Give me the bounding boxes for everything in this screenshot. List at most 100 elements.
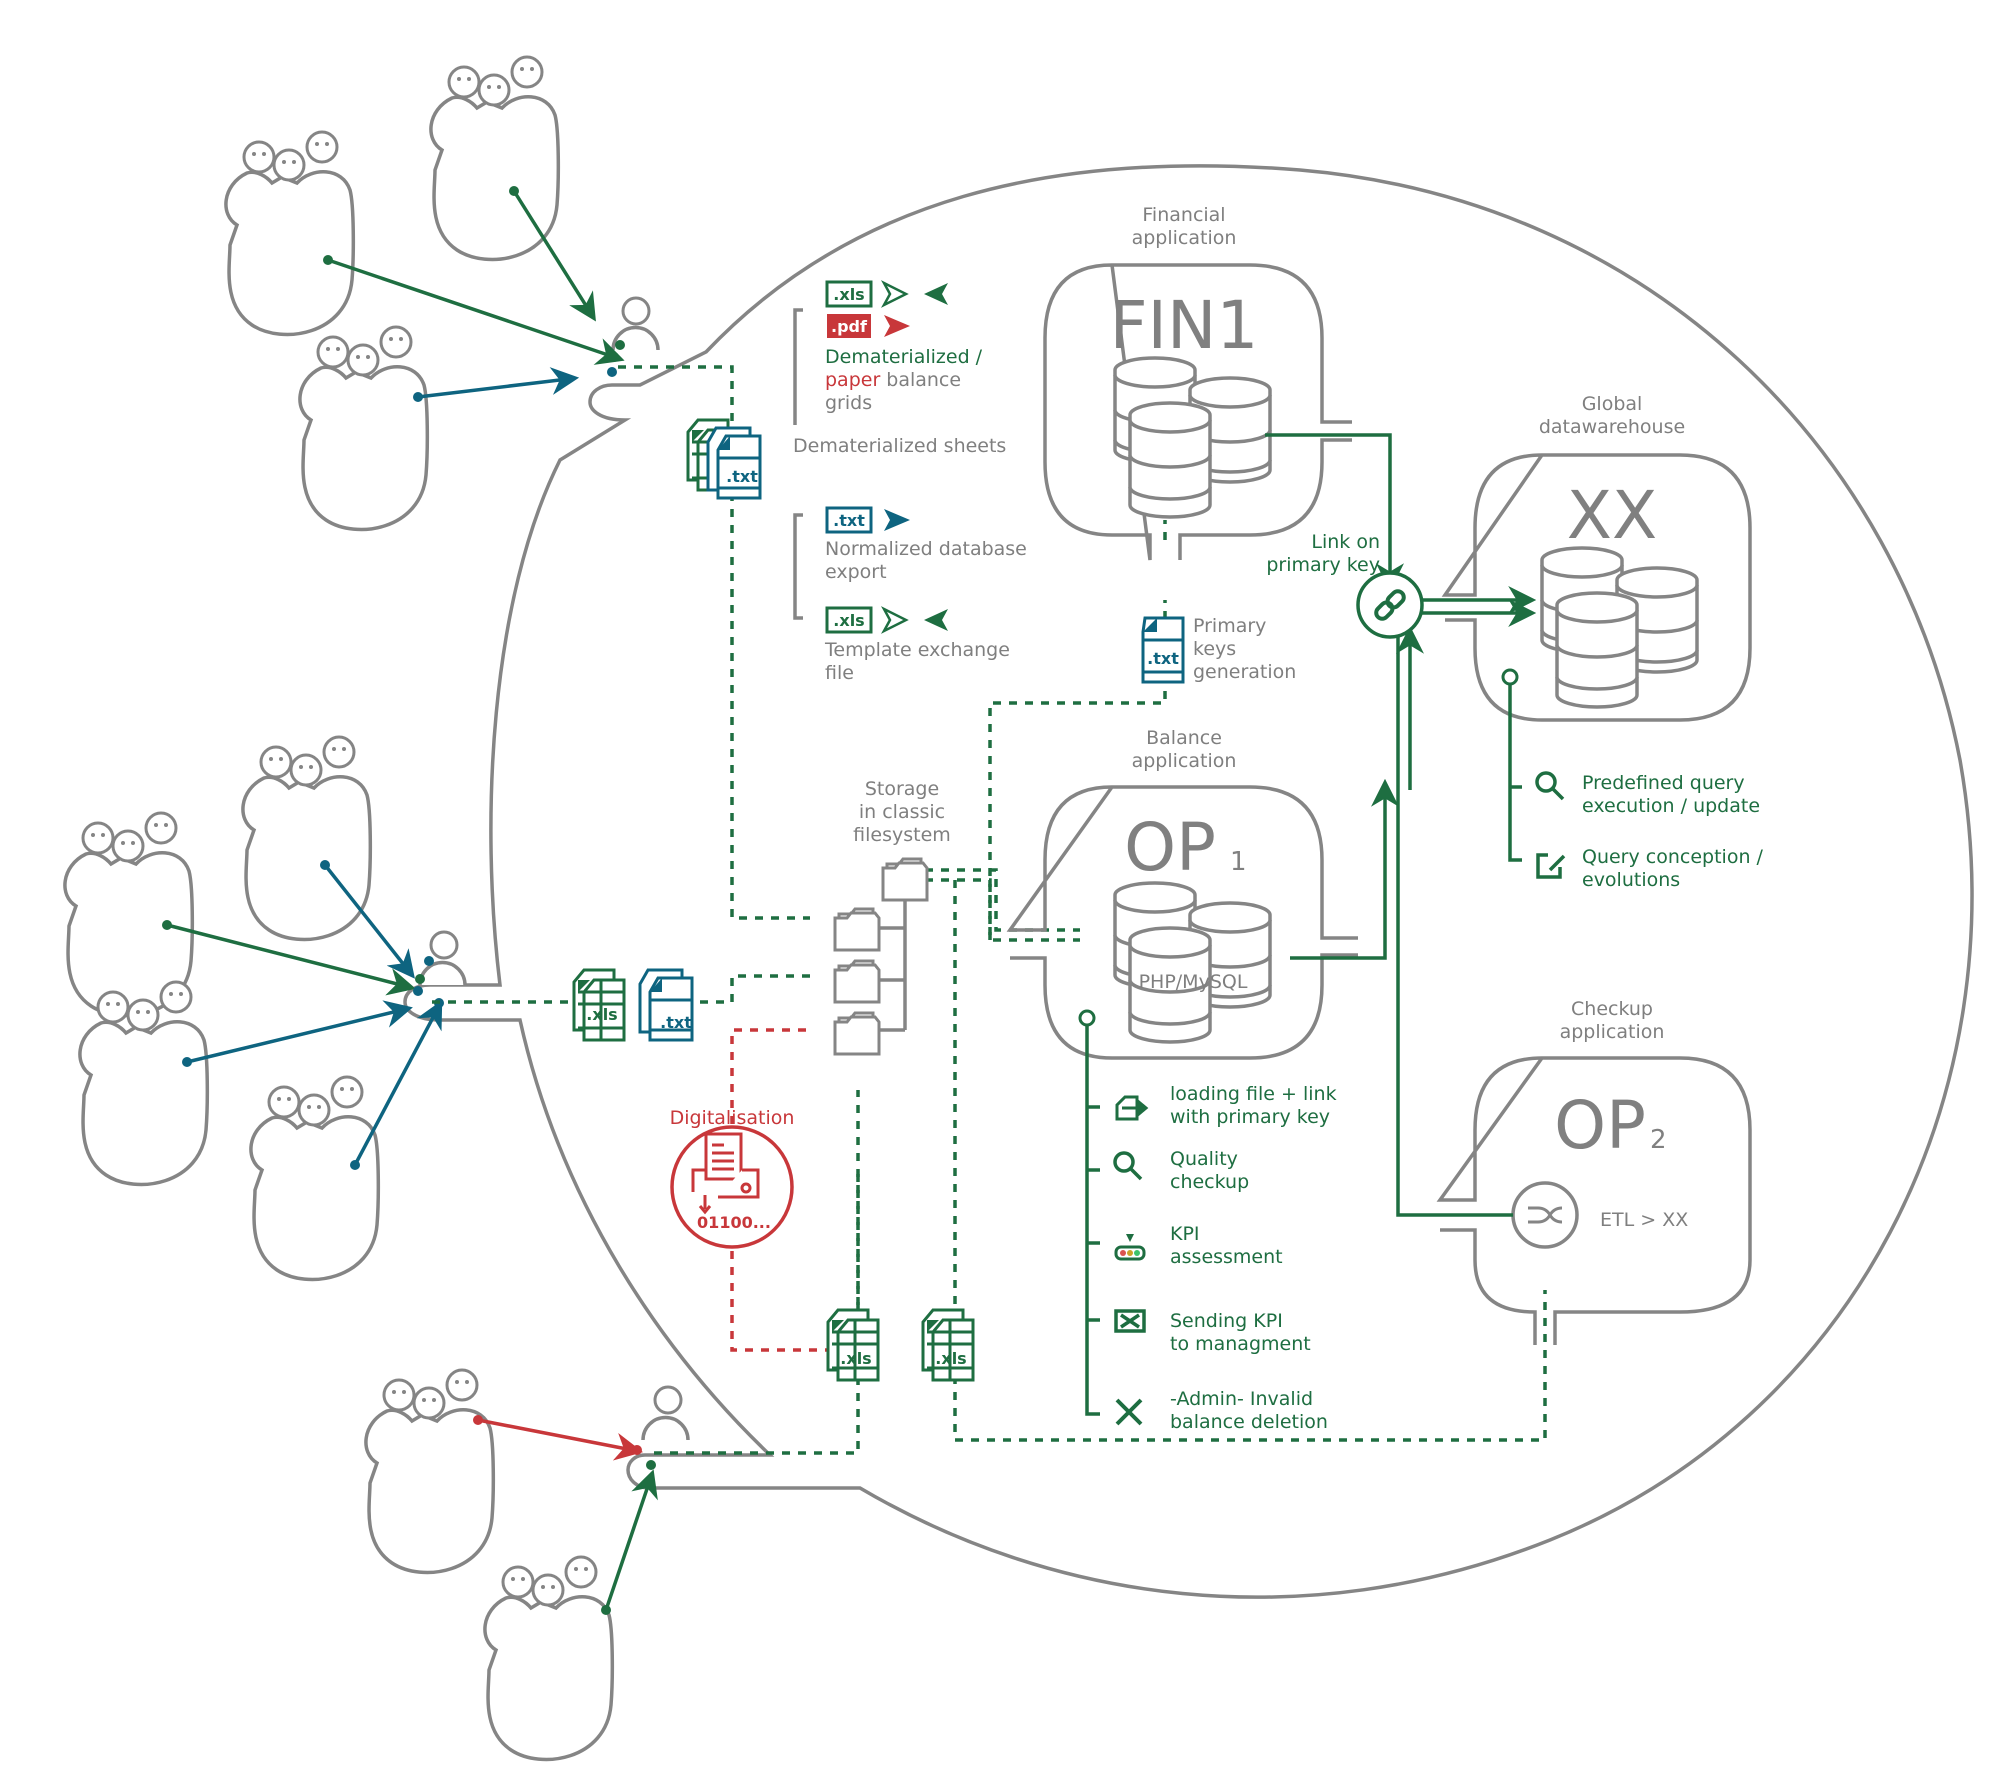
svg-text:application: application: [1132, 227, 1237, 249]
svg-text:.xls: .xls: [840, 1349, 871, 1368]
storage: Storage in classic filesystem: [833, 778, 951, 1056]
link-network: Link on primary key: [1265, 433, 1537, 1217]
dashed-flows: [432, 365, 1547, 1455]
svg-text:to managment: to managment: [1170, 1333, 1311, 1355]
envelope-icon: [1114, 1309, 1146, 1333]
user-group-9: [485, 1557, 612, 1760]
svg-text:file: file: [825, 662, 854, 684]
svg-text:2: 2: [1650, 1125, 1667, 1155]
svg-text:OP: OP: [1124, 809, 1216, 886]
svg-text:.txt: .txt: [833, 511, 865, 530]
file-icon-xls-scanned: .xls: [826, 1308, 880, 1382]
svg-text:assessment: assessment: [1170, 1246, 1283, 1268]
arrow-out-red-icon: [884, 315, 910, 337]
svg-text:Dematerialized /: Dematerialized /: [825, 346, 983, 368]
user-group-1: [226, 132, 353, 335]
svg-text:keys: keys: [1193, 638, 1236, 660]
svg-text:.txt: .txt: [660, 1013, 692, 1032]
svg-text:KPI: KPI: [1170, 1223, 1200, 1245]
svg-text:Predefined query: Predefined query: [1582, 772, 1745, 794]
svg-text:Checkup: Checkup: [1571, 998, 1653, 1020]
svg-text:FIN1: FIN1: [1110, 287, 1259, 364]
system-boundary: [403, 164, 1974, 1599]
user-group-3: [300, 327, 427, 530]
magnifier-icon: [1113, 1151, 1143, 1181]
badge-xls-2: .xls: [825, 606, 873, 634]
user-port-bottom: [641, 1385, 690, 1441]
app-op2: Checkup application OP 2 ETL > XX: [1436, 998, 1752, 1345]
svg-text:.pdf: .pdf: [831, 317, 868, 336]
svg-text:with primary key: with primary key: [1170, 1106, 1330, 1128]
scanner-icon: [691, 1132, 760, 1215]
digitalisation: Digitalisation 01100...: [670, 1107, 795, 1249]
app-xx: Global datawarehouse XX: [1441, 393, 1752, 722]
svg-text:application: application: [1560, 1021, 1665, 1043]
file-icon-xls-middle: .xls: [572, 968, 626, 1042]
magnifier-icon: [1535, 771, 1565, 801]
svg-text:evolutions: evolutions: [1582, 869, 1680, 891]
folder-icon: [833, 1011, 881, 1056]
svg-text:Balance: Balance: [1146, 727, 1222, 749]
etl-icon: [1511, 1181, 1579, 1249]
svg-text:Query conception /: Query conception /: [1582, 846, 1764, 868]
user-group-6: [80, 982, 207, 1185]
svg-text:.xls: .xls: [586, 1005, 617, 1024]
folder-icon: [833, 959, 881, 1004]
svg-text:execution / update: execution / update: [1582, 795, 1760, 817]
svg-text:Financial: Financial: [1142, 204, 1225, 226]
svg-text:filesystem: filesystem: [853, 824, 951, 846]
svg-text:.txt: .txt: [726, 467, 758, 486]
upload-file-icon: [1115, 1095, 1149, 1121]
badge-xls-1: .xls: [825, 280, 873, 308]
user-port-middle: [418, 930, 467, 986]
svg-text:XX: XX: [1567, 477, 1657, 554]
svg-text:Sending KPI: Sending KPI: [1170, 1310, 1283, 1332]
svg-text:.xls: .xls: [833, 285, 864, 304]
svg-text:01100...: 01100...: [697, 1213, 771, 1232]
svg-text:application: application: [1132, 750, 1237, 772]
svg-text:datawarehouse: datawarehouse: [1539, 416, 1685, 438]
file-icon-txt-middle: .txt: [638, 968, 694, 1042]
svg-text:loading file + link: loading file + link: [1170, 1083, 1337, 1105]
svg-text:in classic: in classic: [859, 801, 945, 823]
svg-text:OP: OP: [1554, 1087, 1646, 1164]
folder-icon: [833, 907, 881, 952]
svg-text:Template exchange: Template exchange: [824, 639, 1010, 661]
user-group-4: [243, 737, 370, 940]
svg-text:balance deletion: balance deletion: [1170, 1411, 1328, 1433]
edit-icon: [1536, 853, 1566, 879]
traffic-light-icon: [1114, 1234, 1146, 1261]
app-fin1: Financial application FIN1: [1043, 204, 1352, 561]
user-group-7: [251, 1077, 378, 1280]
svg-text:generation: generation: [1193, 661, 1296, 683]
svg-text:checkup: checkup: [1170, 1171, 1249, 1193]
svg-text:ETL > XX: ETL > XX: [1600, 1209, 1688, 1231]
svg-text:primary key: primary key: [1266, 554, 1380, 576]
delete-x-icon: [1115, 1398, 1143, 1426]
svg-text:-Admin- Invalid: -Admin- Invalid: [1170, 1388, 1313, 1410]
svg-text:.xls: .xls: [935, 1349, 966, 1368]
arrow-in-icon: [924, 283, 948, 305]
folder-root-icon: [881, 857, 929, 902]
svg-text:Global: Global: [1582, 393, 1643, 415]
svg-text:Dematerialized sheets: Dematerialized sheets: [793, 435, 1006, 457]
file-icon-primary-keys: .txt: [1141, 616, 1185, 684]
svg-text:.txt: .txt: [1147, 649, 1179, 668]
svg-text:Storage: Storage: [865, 778, 939, 800]
svg-text:Normalized database: Normalized database: [825, 538, 1027, 560]
op1-features: loading file + link with primary key Qua…: [1078, 1009, 1337, 1433]
svg-text:.xls: .xls: [833, 611, 864, 630]
badge-txt: .txt: [825, 506, 873, 534]
svg-text:Digitalisation: Digitalisation: [670, 1107, 795, 1129]
svg-text:export: export: [825, 561, 887, 583]
svg-text:1: 1: [1230, 847, 1247, 877]
svg-text:Primary: Primary: [1193, 615, 1266, 637]
svg-text:Link on: Link on: [1311, 531, 1380, 553]
file-icon-xls-checkup: .xls: [921, 1308, 975, 1382]
svg-text:Quality: Quality: [1170, 1148, 1238, 1170]
xx-features: Predefined query execution / update Quer…: [1501, 668, 1764, 891]
badge-pdf: .pdf: [827, 314, 871, 338]
